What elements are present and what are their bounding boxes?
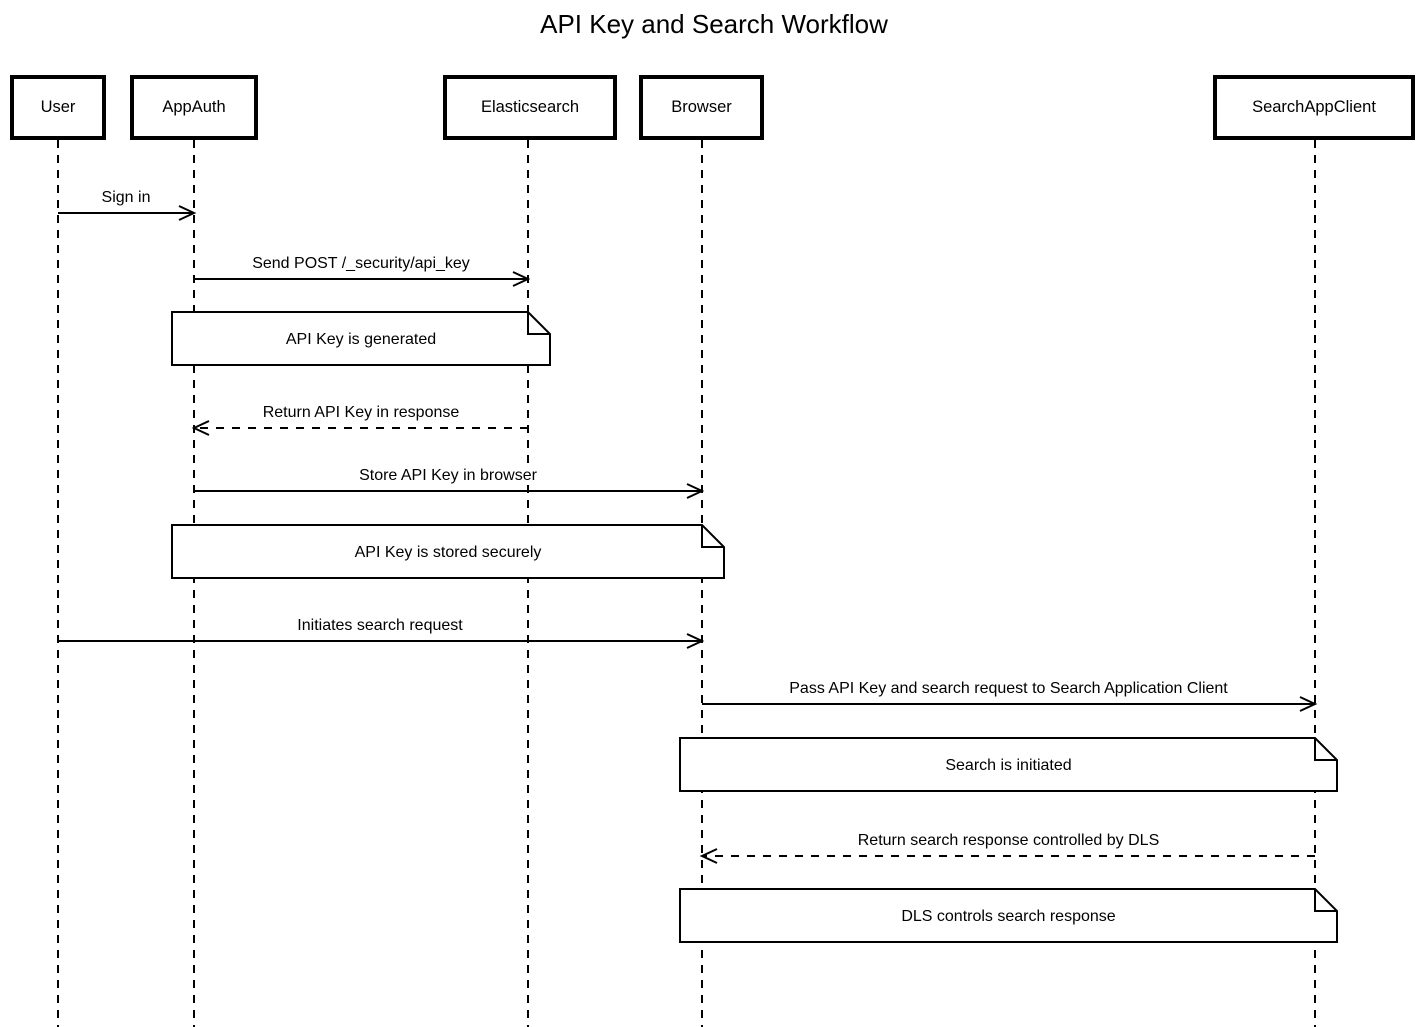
arrowhead-icon xyxy=(1299,696,1318,712)
participant-box-user: User xyxy=(10,75,106,140)
note-fold-icon xyxy=(1314,889,1337,912)
message-label: Pass API Key and search request to Searc… xyxy=(786,679,1231,698)
arrowhead-icon xyxy=(686,483,705,499)
arrowhead-icon xyxy=(686,633,705,649)
note-label: DLS controls search response xyxy=(901,907,1116,925)
note-label: API Key is stored securely xyxy=(354,543,542,561)
note-label: API Key is generated xyxy=(285,330,437,348)
arrowhead-icon xyxy=(699,848,718,864)
arrowhead-icon xyxy=(512,271,531,287)
message-label: Sign in xyxy=(98,188,154,207)
participant-label: Browser xyxy=(671,98,732,116)
diagram-title: API Key and Search Workflow xyxy=(540,9,888,39)
message-label: Return search response controlled by DLS xyxy=(854,831,1163,850)
note-shape xyxy=(679,737,1338,792)
participant-label: AppAuth xyxy=(162,98,226,116)
arrowhead-icon xyxy=(178,205,197,221)
note-label: Search is initiated xyxy=(945,756,1072,774)
participant-label: Elasticsearch xyxy=(480,98,580,116)
note-fold-icon xyxy=(527,312,550,335)
message-label: Return API Key in response xyxy=(259,403,463,422)
participant-label: SearchAppClient xyxy=(1252,98,1376,116)
participant-box-elasticsearch: Elasticsearch xyxy=(443,75,617,140)
note-shape xyxy=(171,311,551,366)
message-label: Store API Key in browser xyxy=(356,466,540,485)
note-shape xyxy=(679,888,1338,943)
message-label: Send POST /_security/api_key xyxy=(249,254,473,273)
participant-label: User xyxy=(40,98,76,116)
note-shape xyxy=(171,524,725,579)
participant-box-browser: Browser xyxy=(639,75,764,140)
note-fold-icon xyxy=(1314,738,1337,761)
note-fold-icon xyxy=(701,525,724,548)
participant-box-appauth: AppAuth xyxy=(130,75,258,140)
message-label: Initiates search request xyxy=(294,616,466,635)
participant-box-searchappclient: SearchAppClient xyxy=(1213,75,1415,140)
arrowhead-icon xyxy=(191,420,210,436)
